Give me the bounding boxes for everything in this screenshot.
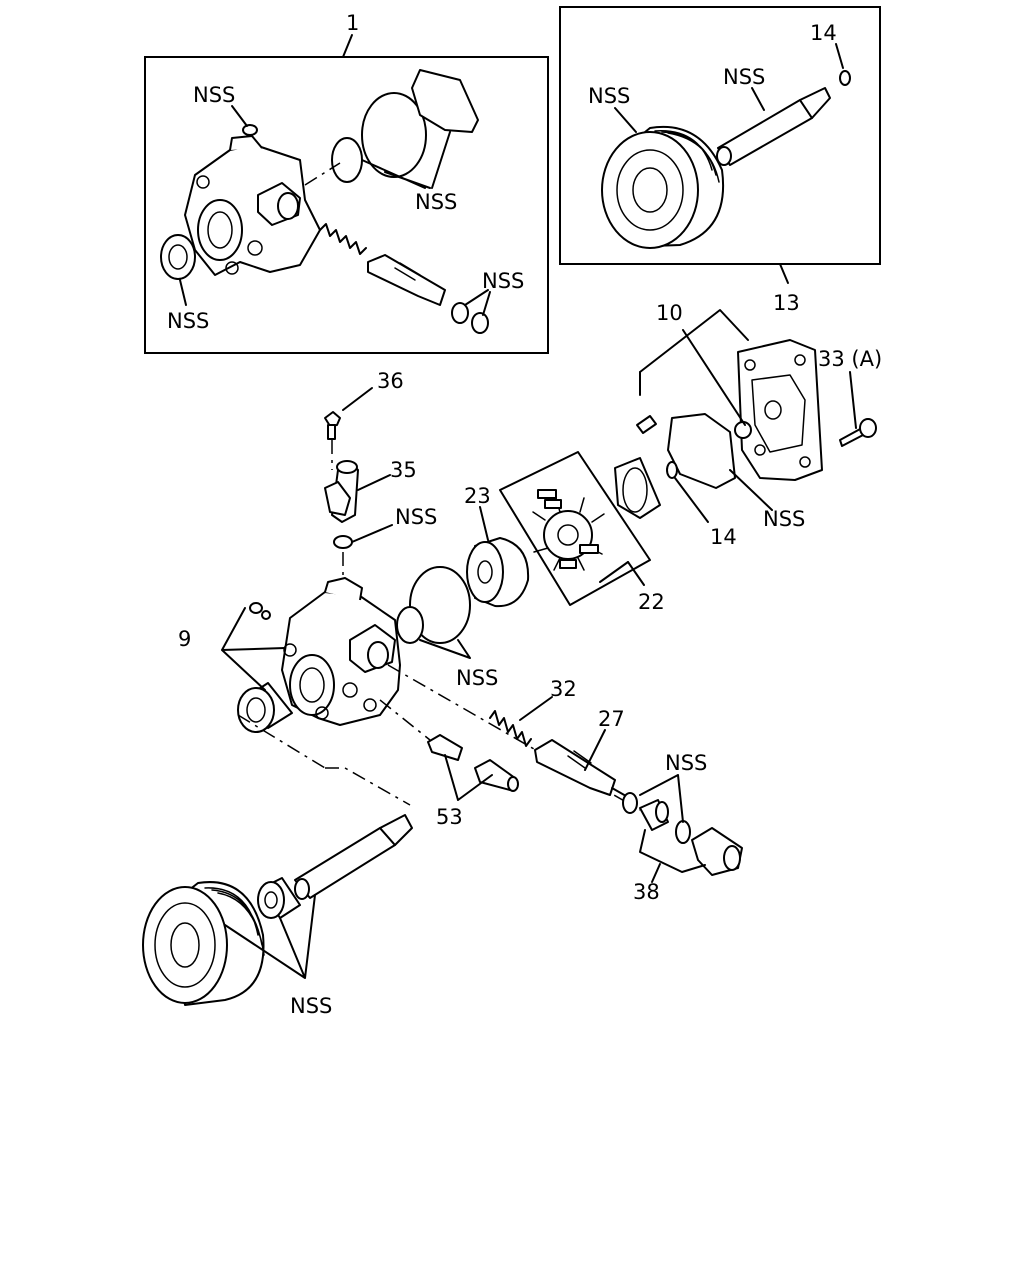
suction-connector-icon: [324, 460, 359, 523]
union-fitting-icon: [639, 799, 669, 831]
callout-38: 38: [633, 880, 660, 904]
nss-box2-pulley: NSS: [588, 84, 630, 108]
plug-icon: [261, 610, 271, 620]
nss-box2-shaft: NSS: [723, 65, 765, 89]
nss-box1-orings: NSS: [482, 269, 524, 293]
shaft-icon: [294, 814, 413, 900]
nss-box1-top: NSS: [193, 83, 235, 107]
oil-seal-icon: [160, 234, 196, 280]
o-ring-icon: [396, 606, 424, 644]
spring-icon: [489, 710, 532, 747]
callout-35: 35: [390, 458, 417, 482]
gasket-icon: [667, 413, 736, 489]
nss-fitting-orings: NSS: [665, 751, 707, 775]
nss-body-rings: NSS: [456, 666, 498, 690]
flow-control-valve-icon: [367, 254, 446, 306]
washer-icon: [242, 124, 258, 136]
callout-53: 53: [436, 805, 463, 829]
callout-14-mid: 14: [710, 525, 737, 549]
nss-35-washer: NSS: [395, 505, 437, 529]
snap-ring-icon: [666, 461, 678, 479]
relief-valve-icon: [427, 734, 519, 792]
nss-box1-seal: NSS: [167, 309, 209, 333]
pump-housing-icon: [281, 577, 401, 726]
callout-27: 27: [598, 707, 625, 731]
o-ring-icon: [451, 302, 469, 324]
callout-9: 9: [178, 627, 191, 651]
dowel-pin-icon: [636, 415, 657, 434]
callout-22: 22: [638, 590, 665, 614]
pulley-icon: [601, 125, 724, 249]
cam-ring-icon: [614, 457, 661, 519]
bearing-spacer-icon: [257, 877, 301, 919]
plug-icon: [249, 602, 263, 614]
o-ring-icon: [331, 137, 363, 183]
bolt-icon: [324, 411, 341, 440]
o-ring-icon: [622, 792, 638, 814]
o-ring-icon: [361, 92, 427, 178]
flow-control-valve-icon: [534, 739, 627, 797]
callout-13: 13: [773, 291, 800, 315]
o-ring-icon: [471, 312, 489, 334]
nss-pulley-shaft: NSS: [290, 994, 332, 1018]
pulley-icon: [142, 881, 265, 1006]
pump-housing-icon: [184, 135, 321, 276]
o-ring-icon: [675, 820, 691, 844]
spring-icon: [319, 223, 367, 255]
side-plate-icon: [466, 537, 530, 608]
callout-1: 1: [346, 11, 359, 35]
snap-ring-icon: [839, 70, 851, 86]
callout-23: 23: [464, 484, 491, 508]
pin-bushing-icon: [734, 421, 752, 439]
callout-10: 10: [656, 301, 683, 325]
callout-33: 33 (A): [818, 347, 882, 371]
nss-box1-rings: NSS: [415, 190, 457, 214]
shaft-icon: [716, 87, 831, 166]
assembly-box-1: 1 NSS NSS NSS: [144, 11, 549, 354]
assembly-box-13: 13 NSS NSS 14: [559, 6, 881, 315]
gasket-icon: [411, 69, 479, 133]
washer-icon: [333, 535, 353, 549]
hose-fitting-icon: [691, 827, 743, 876]
callout-36: 36: [377, 369, 404, 393]
callout-32: 32: [550, 677, 577, 701]
o-ring-icon: [409, 566, 471, 644]
nss-cover-gasket: NSS: [763, 507, 805, 531]
callout-14-top: 14: [810, 21, 837, 45]
oil-seal-icon: [237, 682, 293, 733]
bolt-icon: [839, 418, 877, 447]
vane-icon: [537, 489, 599, 569]
rear-cover-icon: [734, 339, 823, 481]
